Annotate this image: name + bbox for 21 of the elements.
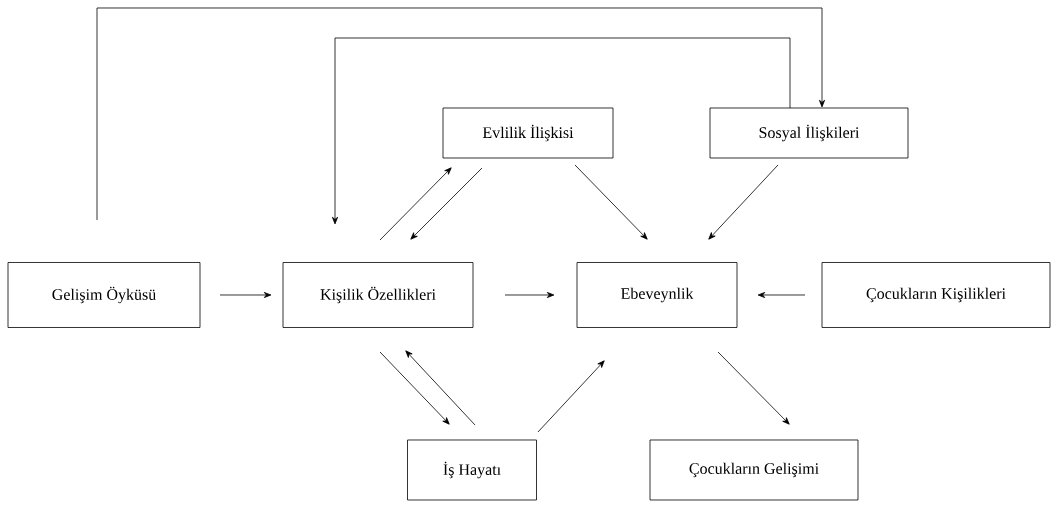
box: Kişilik Özellikleri — [282, 262, 474, 328]
box: İş Hayatı — [407, 439, 537, 501]
box: Ebeveynlik — [576, 262, 738, 328]
arrow — [717, 351, 790, 425]
arrow — [574, 164, 648, 240]
arrow — [537, 360, 605, 433]
box: Çocukların Gelişimi — [649, 439, 859, 501]
arrow — [219, 292, 272, 298]
box: Çocukların Kişilikleri — [821, 262, 1051, 328]
arrow — [757, 292, 806, 298]
box: Evlilik İlişkisi — [442, 107, 614, 159]
arrow — [379, 351, 450, 425]
arrow — [332, 37, 791, 225]
arrow — [379, 167, 452, 241]
arrow — [708, 164, 779, 240]
arrow — [410, 167, 483, 240]
arrow — [405, 350, 476, 426]
arrow — [96, 7, 825, 221]
box: Gelişim Öyküsü — [7, 262, 201, 328]
arrow — [504, 292, 555, 298]
box: Sosyal İlişkileri — [709, 107, 909, 159]
